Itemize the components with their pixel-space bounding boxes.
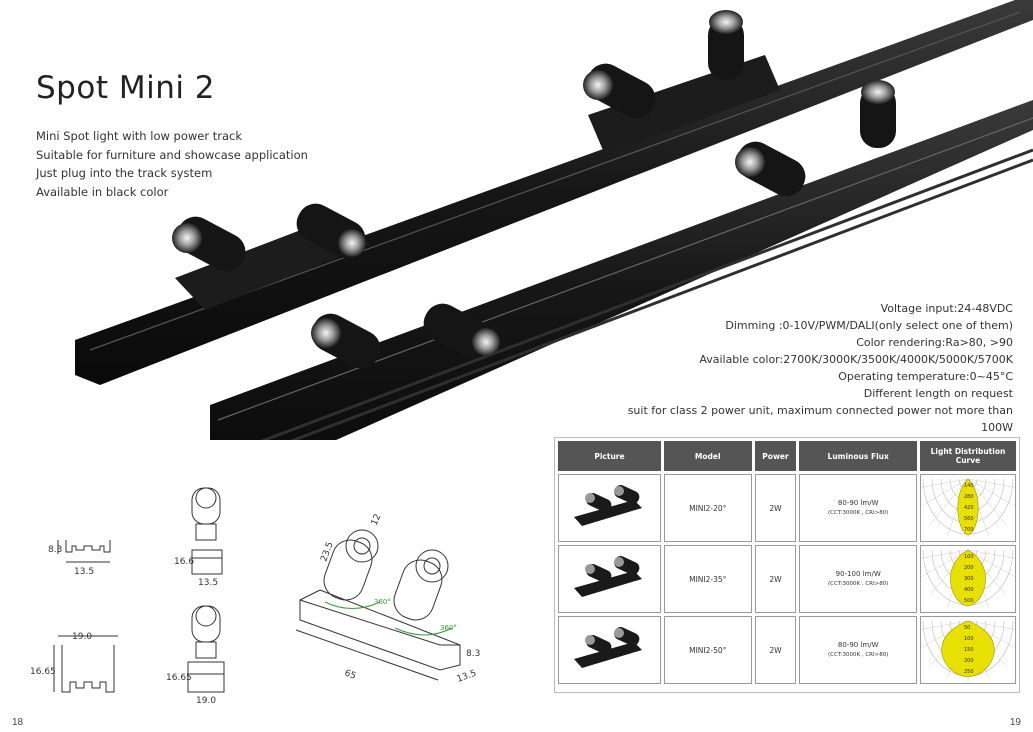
feature-item: Suitable for furniture and showcase appl…: [36, 147, 308, 162]
table-cell-flux: 90-100 lm/W (CCT:3000K , CRI>80): [799, 545, 917, 613]
dim-label: 19.0: [72, 632, 92, 642]
profile-drawing-large: 19.0 16.65: [30, 632, 118, 693]
table-row: MINI2-35°2W 90-100 lm/W (CCT:3000K , CRI>8…: [558, 545, 1028, 613]
table-header: Picture: [558, 441, 661, 471]
spot-drawing-small: 16.6 13.5: [174, 487, 223, 588]
flux-note: (CCT:3000K , CRI>80): [828, 652, 889, 658]
curve-label: 100: [963, 636, 974, 642]
light-distribution-curve: 140 280 420 560 700: [908, 474, 1028, 542]
dim-label: 8.3: [466, 649, 480, 659]
table-header: Light Distribution Curve: [919, 441, 1016, 471]
curve-label: 300: [963, 576, 974, 582]
table-cell-model: MINI2-20°: [663, 474, 752, 542]
curve-label: 50: [963, 625, 971, 631]
flux-value: 80-90 lm/W: [837, 641, 879, 649]
table-row: MINI2-50°2W 80-90 lm/W (CCT:3000K , CRI>80…: [558, 616, 1028, 684]
table-header: Luminous Flux: [799, 441, 917, 471]
flux-value: 90-100 lm/W: [835, 570, 881, 578]
flux-note: (CCT:3000K , CRI>80): [828, 581, 889, 587]
dim-label: 360°: [440, 624, 457, 632]
dim-label: 13.5: [198, 578, 218, 588]
product-thumbnail: [558, 545, 661, 613]
profile-drawing-small: 8.3 13.5: [48, 540, 111, 577]
table-cell-model: MINI2-50°: [663, 616, 752, 684]
dim-label: 65: [343, 668, 357, 681]
table-header: Power: [754, 441, 797, 471]
spotlight: [172, 10, 896, 369]
table-row: MINI2-20°2W 80-90 lm/W (CCT:3000K , CRI>80…: [558, 474, 1028, 542]
spec-item: suit for class 2 power unit, maximum con…: [627, 404, 1013, 434]
curve-label: 420: [963, 505, 974, 511]
light-distribution-curve: 50 100 150 200 250: [908, 616, 1028, 684]
dim-label: 16.6: [174, 557, 194, 567]
table-cell-model: MINI2-35°: [663, 545, 752, 613]
feature-item: Mini Spot light with low power track: [36, 129, 243, 143]
adapter-upper-right: [588, 55, 780, 155]
curve-label: 400: [963, 587, 974, 593]
spec-item: Color rendering:Ra>80, >90: [856, 336, 1013, 349]
feature-list: Mini Spot light with low power track Sui…: [36, 127, 308, 201]
product-thumbnail: [558, 474, 661, 542]
feature-item: Available in black color: [36, 184, 169, 199]
table-cell-flux: 80-90 lm/W (CCT:3000K , CRI>80): [799, 474, 917, 542]
dim-label: 12: [370, 513, 384, 528]
spec-table: Picture Model Power Luminous Flux Light …: [554, 437, 1028, 693]
curve-label: 200: [963, 658, 974, 664]
spec-list: Voltage input:24-48VDC Dimming :0-10V/PW…: [593, 300, 1013, 436]
page-number-left: 18: [12, 717, 24, 728]
spec-item: Available color:2700K/3000K/3500K/4000K/…: [699, 353, 1013, 366]
curve-label: 500: [963, 598, 974, 604]
table-cell-power: 2W: [754, 474, 797, 542]
table-header: Model: [663, 441, 752, 471]
table-cell-flux: 80-90 lm/W (CCT:3000K , CRI>80): [799, 616, 917, 684]
curve-label: 280: [963, 494, 974, 500]
spec-item: Operating temperature:0~45°C: [838, 370, 1013, 383]
page-number-right: 19: [1009, 717, 1021, 728]
dim-label: 8.3: [48, 545, 62, 555]
curve-label: 560: [963, 516, 974, 522]
product-hero-image: [75, 0, 1033, 440]
curve-label: 150: [963, 647, 974, 653]
dim-label: 19.0: [196, 696, 216, 706]
curve-label: 250: [963, 669, 974, 675]
curve-label: 100: [963, 554, 974, 560]
track-upper: [75, 0, 1033, 385]
curve-label: 700: [963, 527, 974, 533]
spot-drawing-large: 16.65 19.0: [166, 605, 225, 706]
feature-item: Just plug into the track system: [36, 166, 213, 180]
table-cell-power: 2W: [754, 616, 797, 684]
dim-label: 13.5: [456, 669, 478, 685]
curve-label: 140: [963, 483, 974, 489]
flux-note: (CCT:3000K , CRI>80): [828, 510, 889, 516]
dim-label: 13.5: [74, 567, 94, 577]
dim-label: 16.65: [166, 673, 192, 683]
spec-item: Different length on request: [863, 387, 1013, 400]
table-cell-power: 2W: [754, 545, 797, 613]
dim-label: 360°: [374, 598, 391, 606]
light-distribution-curve: 100 200 300 400 500: [908, 545, 1028, 613]
flux-value: 80-90 lm/W: [837, 499, 879, 507]
dim-label: 16.65: [30, 667, 56, 677]
page-title: Spot Mini 2: [36, 70, 216, 106]
spec-item: Voltage input:24-48VDC: [880, 302, 1013, 315]
curve-label: 200: [963, 565, 974, 571]
technical-drawings: 8.3 13.5 19.0 16.65 16.6 13.5 16.65 19.0: [30, 487, 480, 706]
product-thumbnail: [558, 616, 661, 684]
spec-item: Dimming :0-10V/PWM/DALI(only select one …: [725, 319, 1013, 332]
isometric-drawing: 12 23.5 360° 360° 8.3 65 13.5: [295, 513, 480, 685]
